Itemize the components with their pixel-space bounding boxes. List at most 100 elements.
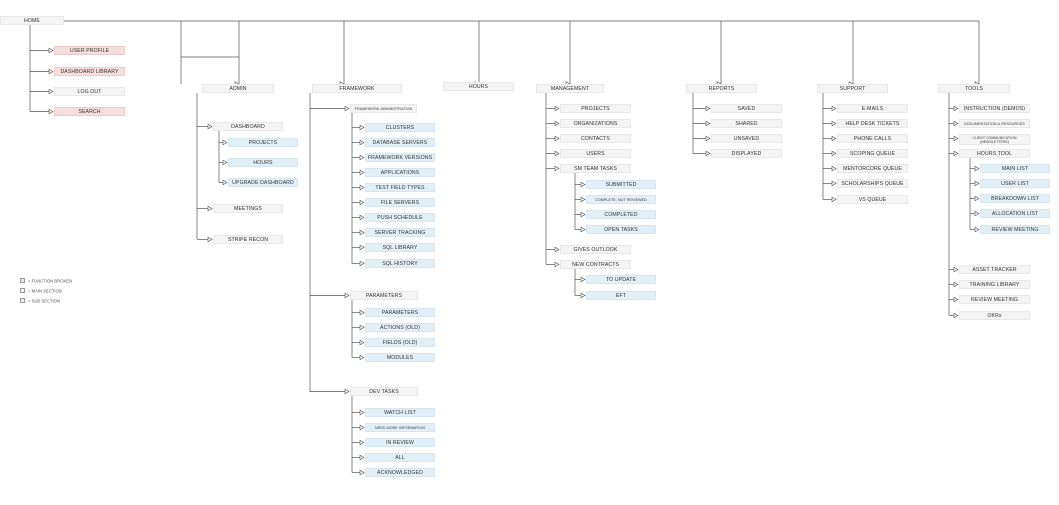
arrow-icon (359, 154, 365, 161)
node-eft[interactable]: EFT (586, 291, 656, 300)
node-meetings[interactable]: MEETINGS (213, 204, 283, 213)
node-dashboard-library[interactable]: DASHBOARD LIBRARY (54, 67, 125, 76)
node-mentorcore-queue[interactable]: MENTORCORE QUEUE (837, 164, 908, 173)
node-help-desk-tickets[interactable]: HELP DESK TICKETS (837, 119, 908, 128)
node-sm-team-tasks[interactable]: SM TEAM TASKS (560, 164, 631, 173)
node-main-list[interactable]: MAIN LIST (980, 164, 1050, 173)
node-framework[interactable]: FRAMEWORK (312, 84, 402, 93)
node-displayed[interactable]: DISPLAYED (711, 149, 782, 158)
node-modules[interactable]: MODULES (365, 353, 435, 362)
node-unsaved[interactable]: UNSAVED (711, 134, 782, 143)
node-clusters[interactable]: CLUSTERS (365, 123, 435, 132)
node-new-contracts[interactable]: NEW CONTRACTS (560, 260, 631, 269)
node-sql-library[interactable]: SQL LIBRARY (365, 243, 435, 252)
legend-sub-section: = SUB SECTION (20, 297, 60, 304)
arrow-icon (580, 276, 586, 283)
node-scoping-queue[interactable]: SCOPING QUEUE (837, 149, 908, 158)
node-reports[interactable]: REPORTS (686, 84, 757, 93)
node-support[interactable]: SUPPORT (817, 84, 888, 93)
arrow-icon (974, 180, 980, 187)
node-admin[interactable]: ADMIN (202, 84, 274, 93)
node-documentation-resources[interactable]: DOCUMENTATION & RESOURCES (959, 119, 1030, 128)
arrow-icon (359, 339, 365, 346)
arrow-icon (359, 184, 365, 191)
node-completed[interactable]: COMPLETED (586, 210, 656, 219)
node-need-more-information[interactable]: NEED MORE INFORMATION (365, 423, 435, 432)
node-saved[interactable]: SAVED (711, 104, 782, 113)
node-vs-queue[interactable]: VS QUEUE (837, 195, 908, 204)
arrow-icon (359, 244, 365, 251)
node-tools[interactable]: TOOLS (938, 84, 1010, 93)
node-shared[interactable]: SHARED (711, 119, 782, 128)
node-organizations[interactable]: ORGANIZATIONS (560, 119, 631, 128)
arrow-icon (359, 354, 365, 361)
node-submitted[interactable]: SUBMITTED (586, 180, 656, 189)
node-complete-not-reviewed[interactable]: COMPLETE, NOT REVIEWED (586, 195, 656, 204)
arrow-icon (359, 454, 365, 461)
node-users[interactable]: USERS (560, 149, 631, 158)
legend-label: = SUB SECTION (28, 298, 60, 304)
arrow-icon (222, 139, 228, 146)
legend-swatch-main (20, 288, 25, 294)
node-home[interactable]: HOME (0, 16, 64, 25)
node-hours-tool[interactable]: HOURS TOOL (959, 149, 1030, 158)
node-instruction-demos[interactable]: INSTRUCTION (DEMOS) (959, 104, 1030, 113)
node-training-library[interactable]: TRAINING LIBRARY (959, 280, 1030, 289)
arrow-icon (974, 210, 980, 217)
node-push-schedule[interactable]: PUSH SCHEDULE (365, 213, 435, 222)
node-hours[interactable]: HOURS (228, 158, 298, 167)
node-to-update[interactable]: TO UPDATE (586, 275, 656, 284)
node-gives-outlook[interactable]: GIVES OUTLOOK (560, 245, 631, 254)
node-projects[interactable]: PROJECTS (228, 138, 298, 147)
node-asset-tracker[interactable]: ASSET TRACKER (959, 265, 1030, 274)
arrow-icon (974, 165, 980, 172)
node-upgrade-dashboard[interactable]: UPGRADE DASHBOARD (228, 178, 298, 187)
node-parameters[interactable]: PARAMETERS (365, 308, 435, 317)
node-actions-old[interactable]: ACTIONS (OLD) (365, 323, 435, 332)
node-stripe-recon[interactable]: STRIPE RECON (213, 235, 283, 244)
node-user-list[interactable]: USER LIST (980, 179, 1050, 188)
node-all[interactable]: ALL (365, 453, 435, 462)
arrow-icon (953, 296, 959, 303)
arrow-icon (359, 324, 365, 331)
node-framework-administration[interactable]: FRAMEWORK ADMINISTRATION (350, 104, 417, 113)
node-fields-old[interactable]: FIELDS (OLD) (365, 338, 435, 347)
node-search[interactable]: SEARCH (54, 107, 125, 116)
node-breakdown-list[interactable]: BREAKDOWN LIST (980, 194, 1050, 203)
arrow-icon (222, 179, 228, 186)
node-server-tracking[interactable]: SERVER TRACKING (365, 228, 435, 237)
node-review-meeting[interactable]: REVIEW MEETING (980, 225, 1050, 234)
node-open-tasks[interactable]: OPEN TASKS (586, 225, 656, 234)
node-parameters[interactable]: PARAMETERS (350, 291, 418, 300)
node-applications[interactable]: APPLICATIONS (365, 168, 435, 177)
node-acknowledged[interactable]: ACKNOWLEDGED (365, 468, 435, 477)
node-contacts[interactable]: CONTACTS (560, 134, 631, 143)
node-okrs[interactable]: OKRs (959, 311, 1030, 320)
node-dashboard[interactable]: DASHBOARD (213, 122, 283, 131)
node-allocation-list[interactable]: ALLOCATION LIST (980, 209, 1050, 218)
node-dev-tasks[interactable]: DEV TASKS (350, 387, 418, 396)
node-in-review[interactable]: IN REVIEW (365, 438, 435, 447)
arrow-icon (48, 47, 54, 54)
arrow-icon (831, 105, 837, 112)
node-file-servers[interactable]: FILE SERVERS (365, 198, 435, 207)
arrow-icon (831, 196, 837, 203)
arrow-icon (580, 226, 586, 233)
node-hours[interactable]: HOURS (443, 82, 514, 91)
node-projects[interactable]: PROJECTS (560, 104, 631, 113)
node-review-meeting[interactable]: REVIEW MEETING (959, 295, 1030, 304)
node-phone-calls[interactable]: PHONE CALLS (837, 134, 908, 143)
node-framework-versions[interactable]: FRAMEWORK VERSIONS (365, 153, 435, 162)
node-log-out[interactable]: LOG OUT (54, 87, 125, 96)
node-user-profile[interactable]: USER PROFILE (54, 46, 125, 55)
node-database-servers[interactable]: DATABASE SERVERS (365, 138, 435, 147)
node-scholarships-queue[interactable]: SCHOLARSHIPS QUEUE (837, 179, 908, 188)
node-test-field-types[interactable]: TEST FIELD TYPES (365, 183, 435, 192)
node-sql-history[interactable]: SQL HISTORY (365, 259, 435, 268)
node-management[interactable]: MANAGEMENT (536, 84, 604, 93)
arrow-icon (207, 123, 213, 130)
node-e-mails[interactable]: E-MAILS (837, 104, 908, 113)
node-watch-list[interactable]: WATCH LIST (365, 408, 435, 417)
node-client-communication-newsletters[interactable]: CLIENT COMMUNICATION (NEWSLETTERS) (959, 134, 1030, 145)
